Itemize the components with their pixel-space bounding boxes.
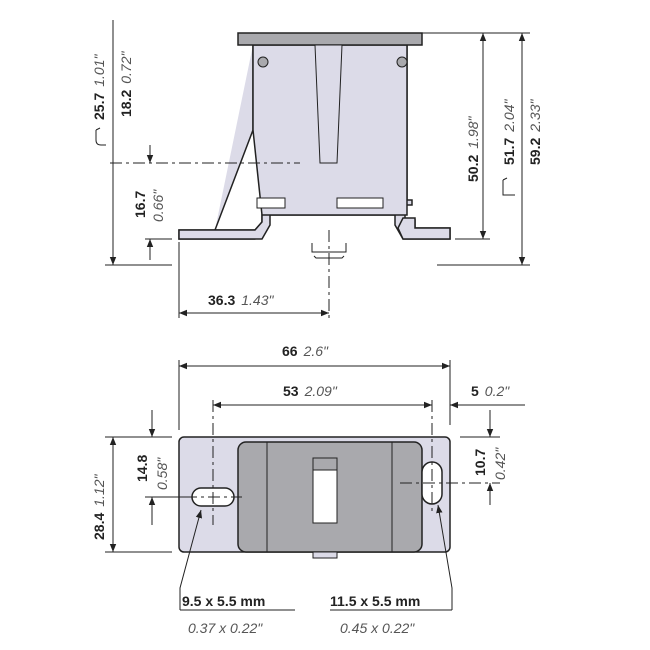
din-rail <box>237 32 423 46</box>
right-slot-size-in: 0.45 x 0.22" <box>340 620 415 636</box>
window-right <box>336 197 384 209</box>
leader-left-slot <box>179 509 203 610</box>
extension-lines <box>105 32 530 318</box>
dim-16-7-mm: 16.7 <box>132 191 148 218</box>
dim-59-2: 59.22.33" <box>527 99 543 165</box>
dim-25-7: 25.71.01" <box>91 54 107 120</box>
dim-10-7-mm: 10.7 <box>472 449 488 476</box>
rail-clip-right <box>396 56 408 68</box>
dim-50-2: 50.21.98" <box>465 116 481 182</box>
bottom-tab <box>312 551 338 559</box>
din-rail-profile-small-icon <box>313 255 345 259</box>
dim-10-7-in: 0.42" <box>492 447 508 480</box>
dim-28-4: 28.41.12" <box>91 474 107 540</box>
din-rail-symbol-icon <box>95 127 106 146</box>
center-window-tab <box>312 457 338 471</box>
side-view: 25.71.01" 18.20.72" 16.7 0.66" 50.21.98"… <box>91 20 543 318</box>
dim-18-2: 18.20.72" <box>118 51 134 117</box>
dim-14-8-mm: 14.8 <box>134 455 150 482</box>
center-slot <box>314 44 343 164</box>
dim-14-8-in: 0.58" <box>154 457 170 490</box>
right-slot-size-mm: 11.5 x 5.5 mm <box>330 593 420 609</box>
dim-16-7-in: 0.66" <box>150 189 166 222</box>
left-slot-size-in: 0.37 x 0.22" <box>188 620 263 636</box>
device-body-fill <box>178 44 408 240</box>
right-foot <box>397 217 451 240</box>
leader-right-slot <box>436 504 453 610</box>
din-rail-symbol-right-icon <box>502 177 515 196</box>
dim-51-7: 51.72.04" <box>501 99 517 165</box>
din-rail-profile-icon <box>311 243 347 253</box>
left-slot-size-mm: 9.5 x 5.5 mm <box>182 593 265 609</box>
extension-lines-bottom <box>105 360 500 553</box>
window-left <box>256 197 286 209</box>
rail-clip-left <box>257 56 269 68</box>
